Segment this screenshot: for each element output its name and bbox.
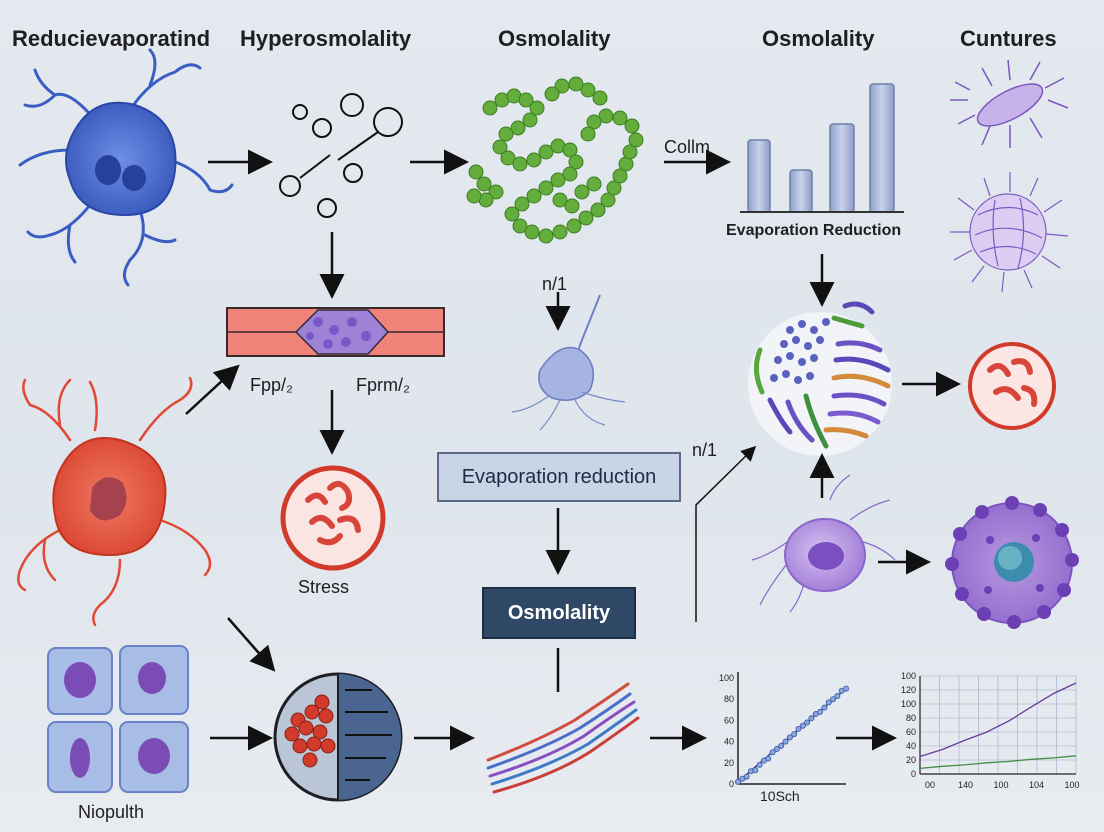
line-y-tick: 60 — [906, 727, 916, 737]
osmolality-box: Osmolality — [482, 587, 636, 639]
split-circle — [273, 672, 403, 802]
line-y-tick: 0 — [911, 769, 916, 779]
stress-label: Stress — [298, 577, 350, 597]
purple-neuron-illustration — [511, 294, 626, 431]
tiled-cells — [47, 645, 189, 793]
line-y-tick: 100 — [901, 699, 916, 709]
header-4: Osmolality — [762, 26, 875, 51]
header-1: Reducievaporatind — [12, 26, 211, 51]
test-tubes — [740, 83, 904, 213]
scatter-y-tick: 0 — [729, 779, 734, 789]
scatter-y-tick: 60 — [724, 715, 734, 725]
scatter-point — [817, 708, 824, 715]
branch-arrow — [695, 445, 757, 622]
scatter-y-tick: 20 — [724, 758, 734, 768]
evaporation-reduction-box-label: Evaporation reduction — [461, 465, 657, 488]
scatter-y-tick: 100 — [719, 673, 734, 683]
scatter-point — [765, 755, 772, 762]
fprm-label: Fprm/₂ — [356, 375, 410, 395]
scatter-point — [808, 715, 815, 722]
blue-nucleus-2 — [122, 165, 146, 191]
scatter-point — [778, 742, 785, 749]
header-5: Cuntures — [960, 26, 1057, 51]
scatter-point — [804, 719, 811, 726]
evaporation-reduction-box: Evaporation reduction — [437, 452, 681, 502]
scatter-chart: 100 80 60 40 20 0 — [719, 672, 850, 789]
purple-spiky-cell-2 — [950, 172, 1069, 293]
scatter-point — [825, 699, 832, 706]
n1-label-left: n/1 — [542, 274, 568, 294]
line-y-tick: 80 — [906, 713, 916, 723]
scatter-xlabel: 10Sch — [760, 788, 800, 804]
green-chain-illustration — [466, 76, 644, 244]
blue-nucleus-1 — [95, 155, 121, 185]
header-2: Hyperosmolality — [240, 26, 412, 51]
stress-red-circle — [280, 465, 386, 571]
scatter-point — [786, 734, 793, 741]
scatter-point — [799, 722, 806, 729]
line-x-tick: 100 — [993, 780, 1008, 790]
purple-spiky-cell-1 — [950, 59, 1069, 148]
niopulth-label: Niopulth — [78, 802, 145, 822]
scatter-point — [791, 731, 798, 738]
scatter-point — [752, 767, 759, 774]
flow-arrows — [185, 149, 961, 751]
purple-cell-lower — [751, 474, 896, 613]
header-3: Osmolality — [498, 26, 611, 51]
osmolality-box-label: Osmolality — [507, 601, 611, 624]
colored-rods-circle — [748, 301, 892, 456]
scatter-point — [773, 746, 780, 753]
scatter-point — [821, 704, 828, 711]
scatter-point — [743, 773, 750, 780]
line-x-tick: 100 — [1064, 780, 1079, 790]
blue-cell-body — [65, 101, 177, 217]
scatter-point — [843, 685, 850, 692]
scatter-point — [756, 761, 763, 768]
scatter-y-tick: 80 — [724, 694, 734, 704]
line-y-tick: 100 — [901, 671, 916, 681]
line-y-tick: 20 — [906, 755, 916, 765]
scatter-point — [834, 693, 841, 700]
fpp-label: Fpp/₂ — [250, 375, 294, 395]
n1-label-right: n/1 — [692, 440, 718, 460]
red-cell-illustration — [17, 376, 212, 627]
scatter-y-tick: 40 — [724, 737, 734, 747]
red-cell-nucleus — [90, 477, 127, 521]
line-x-tick: 104 — [1029, 780, 1044, 790]
line-series-2 — [919, 755, 1077, 770]
big-purple-cell — [945, 496, 1079, 629]
red-ring-right — [968, 342, 1056, 430]
line-series-1 — [919, 682, 1077, 758]
channel-particles — [306, 317, 371, 349]
collm-label: Collm — [664, 137, 711, 157]
scatter-point — [735, 778, 742, 785]
scatter-point — [769, 749, 776, 756]
line-x-tick: 140 — [958, 780, 973, 790]
scatter-point — [782, 738, 789, 745]
scatter-point — [830, 696, 837, 703]
wavy-strands — [486, 682, 640, 794]
line-y-tick: 40 — [906, 741, 916, 751]
line-x-tick: 00 — [925, 780, 935, 790]
scatter-point — [795, 725, 802, 732]
line-y-tick: 120 — [901, 685, 916, 695]
molecule-circles — [279, 93, 403, 218]
evaporation-reduction-label: Evaporation Reduction — [726, 222, 902, 239]
